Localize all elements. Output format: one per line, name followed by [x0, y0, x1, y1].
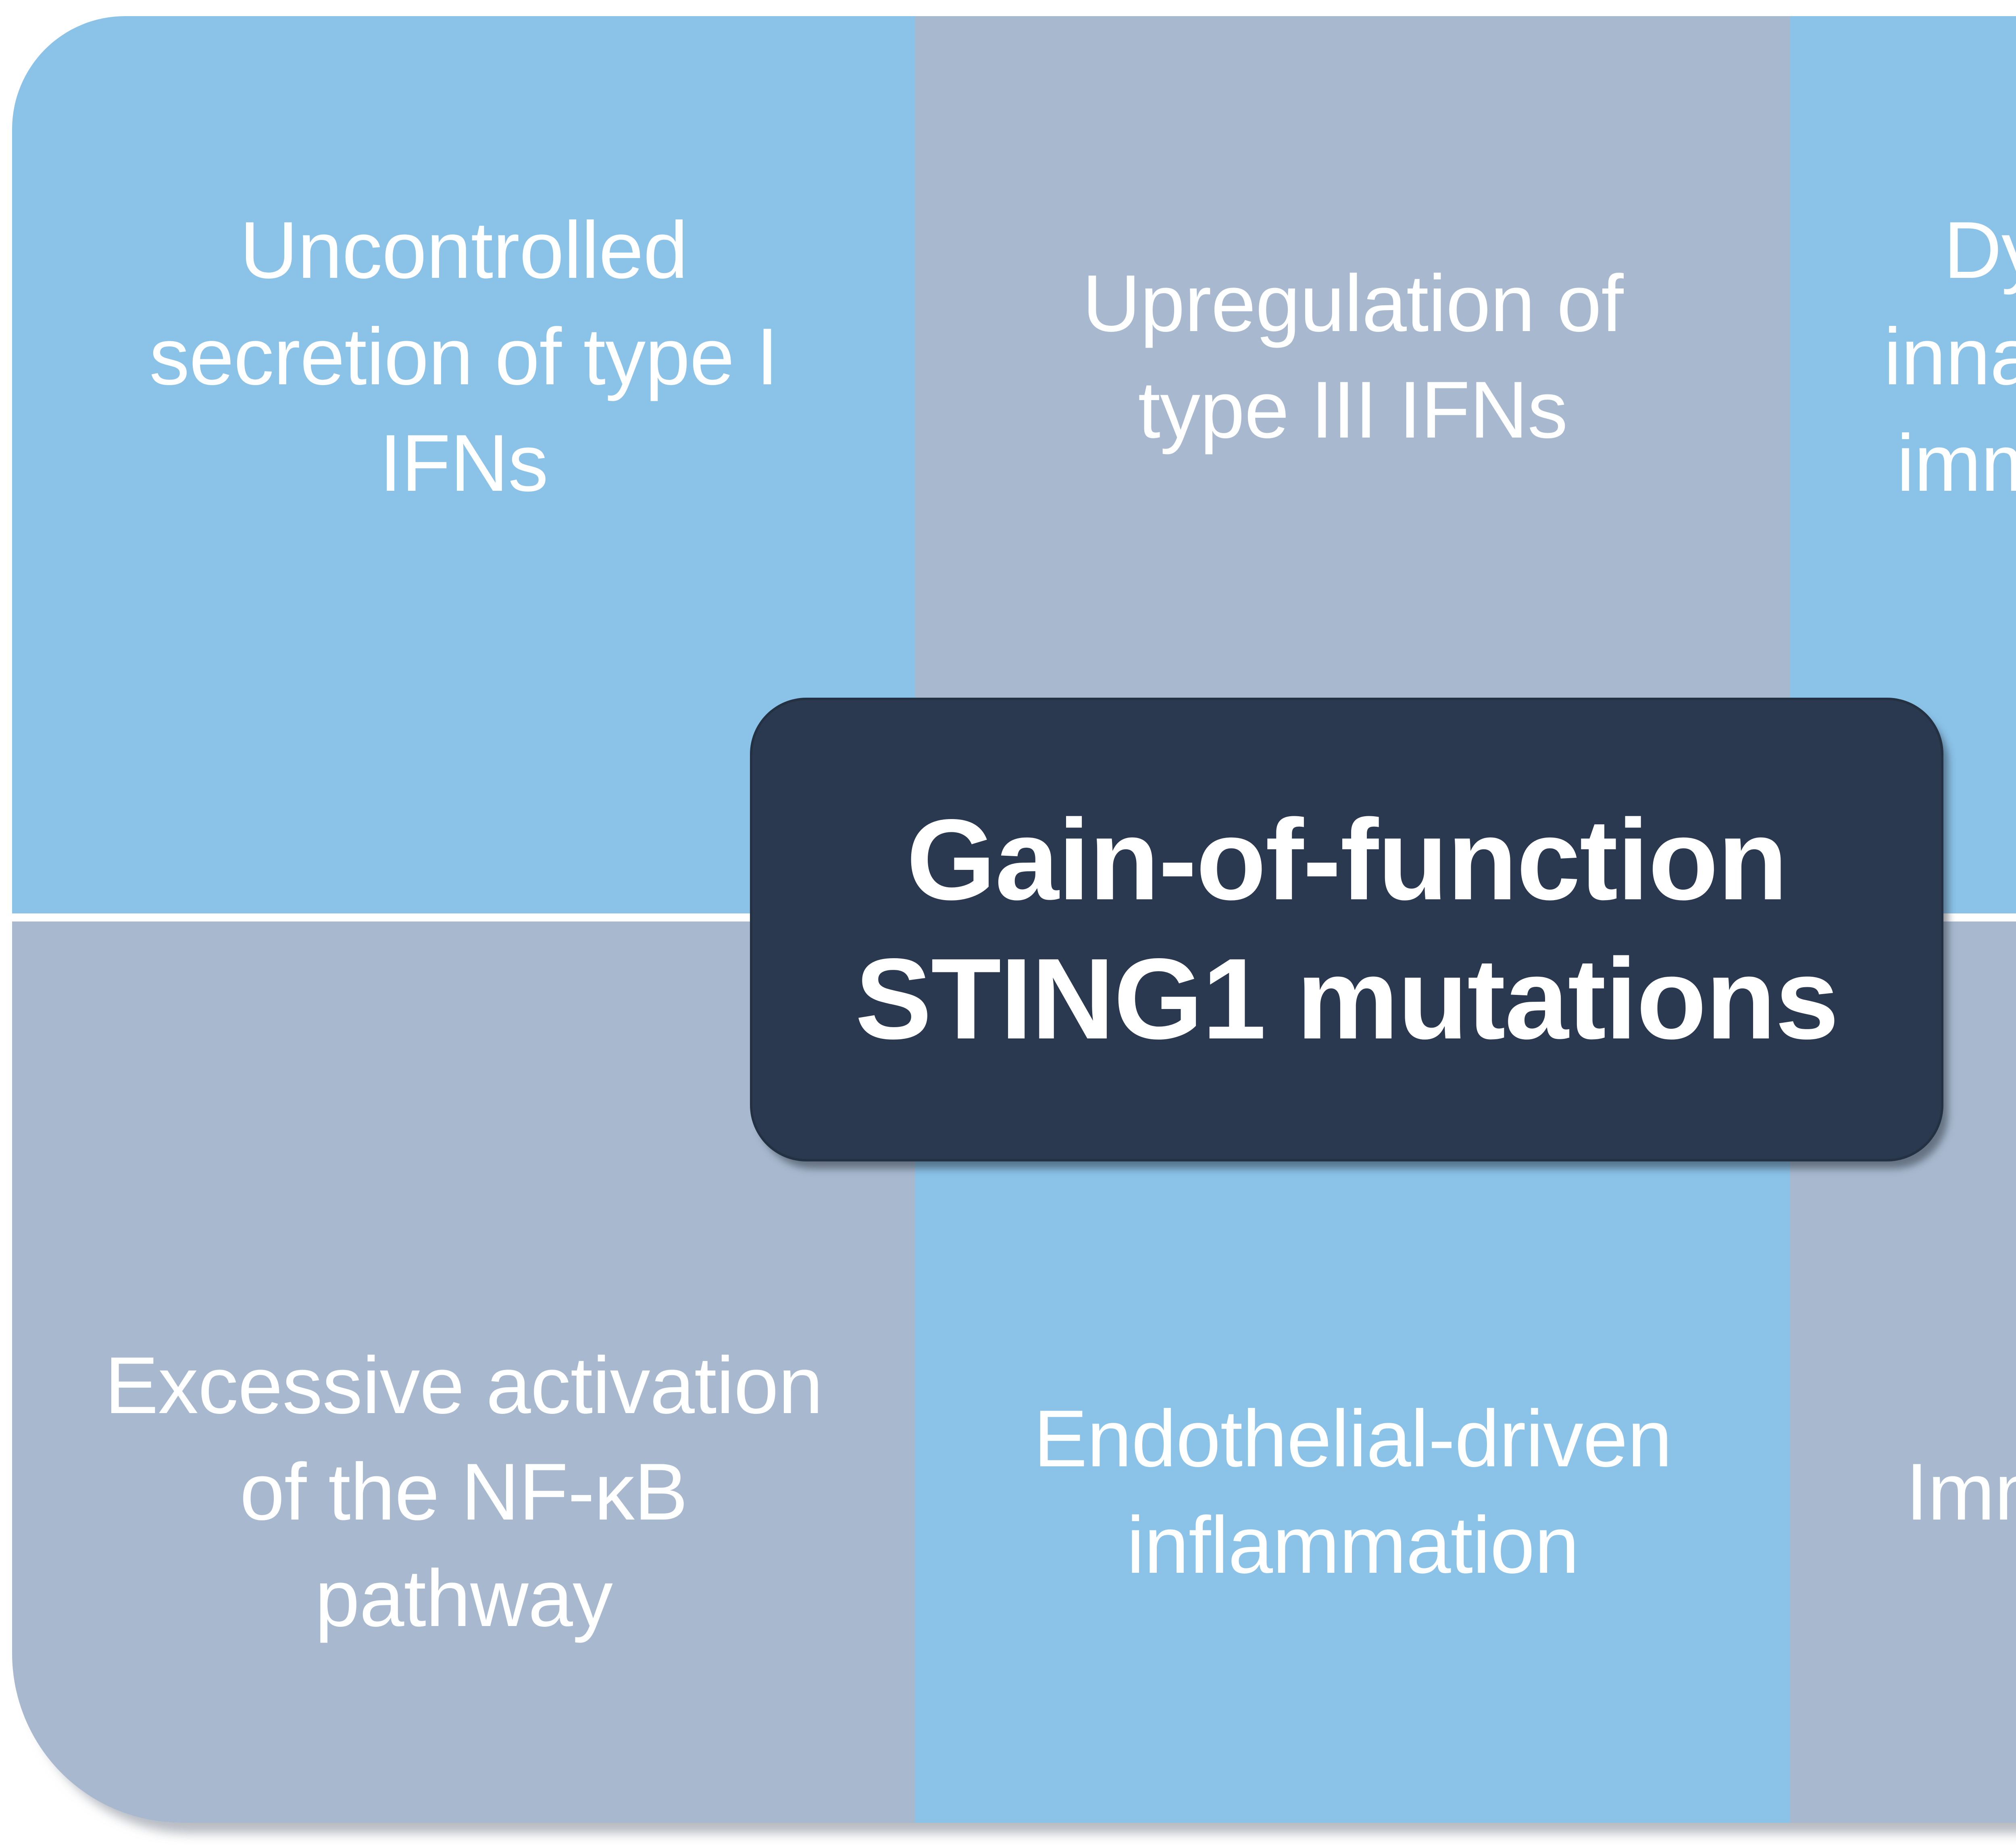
- center-box-label: Gain-of-function STING1 mutations: [855, 796, 1839, 1063]
- matrix-figure: Uncontrolled secretion of type I IFNs Up…: [12, 16, 2016, 1823]
- cell-text-band: Immune cell death: [1790, 1161, 2016, 1823]
- cell-text-band: Uncontrolled secretion of type I IFNs: [12, 16, 915, 698]
- cell-text-band: Endothelial-driven inflammation: [915, 1161, 1790, 1823]
- cell-text-band: Excessive activation of the NF-κB pathwa…: [12, 1161, 915, 1823]
- cell-text-band: Dysregulation of innate and adaptive imm…: [1790, 16, 2016, 698]
- cell-uncontrolled-type1-ifns: Uncontrolled secretion of type I IFNs: [12, 16, 915, 913]
- cell-label-dysregulation-immune: Dysregulation of innate and adaptive imm…: [1883, 205, 2016, 508]
- cell-nfkb-activation: Excessive activation of the NF-κB pathwa…: [12, 921, 915, 1823]
- cell-label-upregulation-type3-ifns: Upregulation of type III IFNs: [1082, 259, 1623, 455]
- cell-text-band: Upregulation of type III IFNs: [915, 16, 1790, 698]
- cell-label-uncontrolled-type1-ifns: Uncontrolled secretion of type I IFNs: [149, 205, 779, 508]
- center-box-gain-of-function: Gain-of-function STING1 mutations: [750, 698, 1943, 1161]
- cell-label-endothelial-inflammation: Endothelial-driven inflammation: [1033, 1394, 1672, 1590]
- cell-label-nfkb-activation: Excessive activation of the NF-κB pathwa…: [104, 1340, 823, 1643]
- cell-label-immune-cell-death: Immune cell death: [1906, 1447, 2016, 1537]
